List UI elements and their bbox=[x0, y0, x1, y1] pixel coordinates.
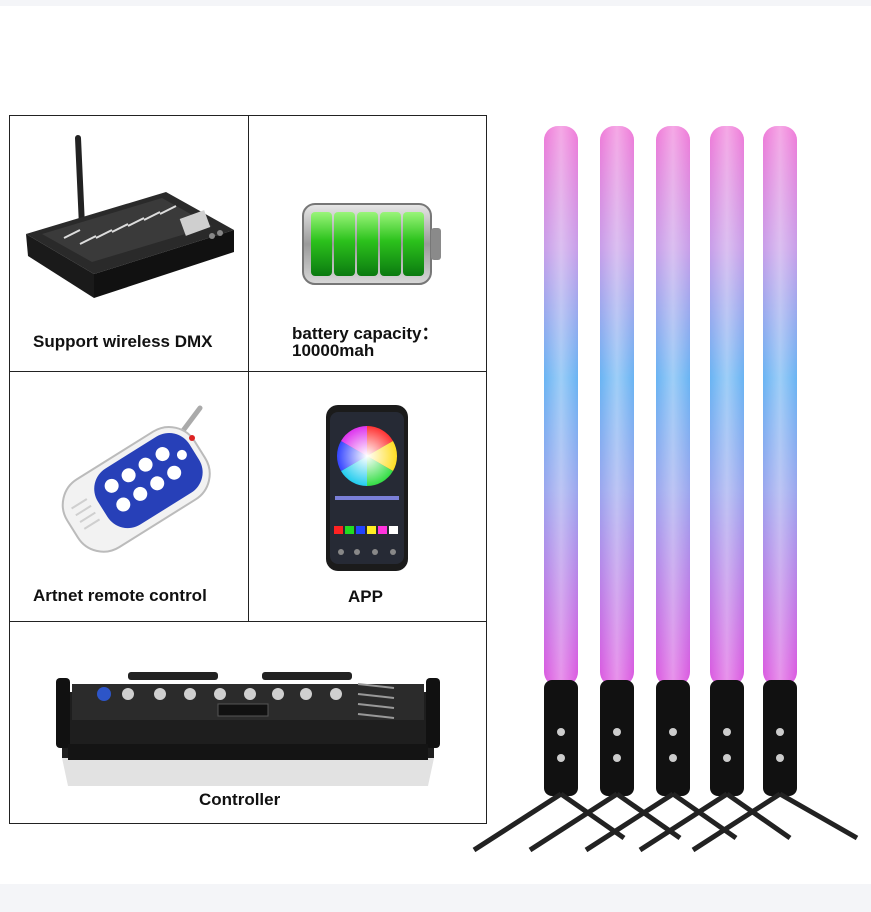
controller-label: Controller bbox=[199, 790, 281, 809]
remote-label: Artnet remote control bbox=[33, 586, 207, 605]
controller-box-icon bbox=[56, 672, 440, 786]
tube-1 bbox=[472, 126, 626, 853]
feature-cell-wireless-dmx: Support wireless DMX bbox=[10, 116, 248, 371]
feature-cell-remote: Artnet remote control bbox=[10, 372, 248, 621]
feature-cell-battery: battery capacity： 10000mah bbox=[249, 116, 487, 371]
grid-divider-vertical bbox=[248, 115, 249, 621]
tube-2 bbox=[528, 126, 682, 853]
app-label: APP bbox=[348, 587, 383, 606]
bottom-band bbox=[0, 884, 871, 912]
smartphone-app-icon bbox=[326, 405, 408, 571]
grid-divider-row2 bbox=[9, 621, 487, 622]
wireless-dmx-label: Support wireless DMX bbox=[33, 332, 213, 351]
battery-icon bbox=[302, 203, 441, 285]
tube-4 bbox=[638, 126, 792, 853]
top-band bbox=[0, 0, 871, 6]
remote-control-icon bbox=[61, 405, 211, 553]
tube-5 bbox=[691, 126, 859, 853]
grid-divider-row1 bbox=[9, 371, 487, 372]
rgb-tube-lights-photo bbox=[472, 126, 859, 853]
tube-3 bbox=[584, 126, 738, 853]
feature-cell-app: APP bbox=[249, 372, 487, 621]
feature-cell-controller: Controller bbox=[10, 622, 486, 823]
battery-label-line2: 10000mah bbox=[292, 341, 375, 360]
dmx-console-icon bbox=[26, 135, 234, 298]
battery-label-line1: battery capacity： bbox=[292, 324, 439, 343]
